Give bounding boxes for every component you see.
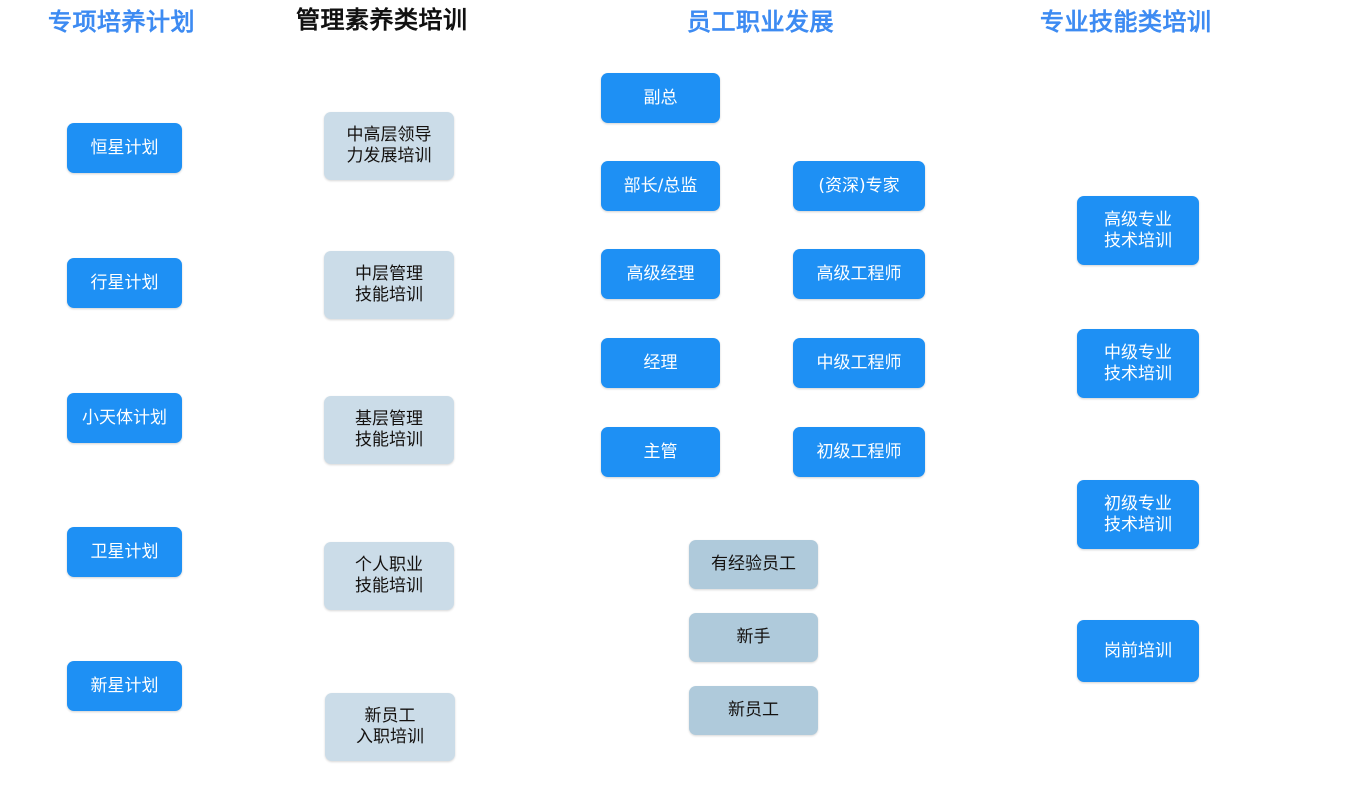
node-label: 新员工 [728,700,779,721]
node-career-base-3[interactable]: 新员工 [689,686,818,735]
node-label: 高级专业 技术培训 [1104,209,1172,251]
node-special-program-5[interactable]: 新星计划 [67,661,182,711]
node-career-technical-1[interactable]: (资深)专家 [793,161,925,211]
column-header-special-programs: 专项培养计划 [48,8,195,36]
node-label: 副总 [643,87,678,108]
node-label: 经理 [643,352,678,373]
node-professional-skill-4[interactable]: 岗前培训 [1077,620,1199,682]
node-management-training-5[interactable]: 新员工 入职培训 [325,693,455,761]
node-label: 岗前培训 [1104,640,1172,661]
node-professional-skill-2[interactable]: 中级专业 技术培训 [1077,329,1199,398]
node-professional-skill-1[interactable]: 高级专业 技术培训 [1077,196,1199,265]
node-career-base-1[interactable]: 有经验员工 [689,540,818,589]
node-label: 基层管理 技能培训 [355,409,423,450]
node-label: 恒星计划 [90,137,159,158]
node-management-training-3[interactable]: 基层管理 技能培训 [324,396,454,464]
node-special-program-1[interactable]: 恒星计划 [67,123,182,173]
node-label: 高级经理 [626,263,695,284]
node-career-management-5[interactable]: 主管 [601,427,720,477]
node-career-technical-3[interactable]: 中级工程师 [793,338,925,388]
node-career-management-2[interactable]: 部长/总监 [601,161,720,211]
node-special-program-2[interactable]: 行星计划 [67,258,182,308]
node-label: 有经验员工 [711,554,796,575]
node-professional-skill-3[interactable]: 初级专业 技术培训 [1077,480,1199,549]
node-career-management-1[interactable]: 副总 [601,73,720,123]
node-label: 高级工程师 [816,263,902,284]
node-label: (资深)专家 [818,175,900,196]
node-label: 小天体计划 [82,407,167,428]
column-header-career-development: 员工职业发展 [687,8,834,36]
node-label: 部长/总监 [623,175,698,196]
node-career-technical-4[interactable]: 初级工程师 [793,427,925,477]
node-label: 中级专业 技术培训 [1104,342,1172,384]
column-header-management-training: 管理素养类培训 [296,6,468,34]
column-header-professional-skill-training: 专业技能类培训 [1040,8,1212,36]
node-label: 初级工程师 [816,441,902,462]
node-management-training-1[interactable]: 中高层领导 力发展培训 [324,112,454,180]
node-label: 初级专业 技术培训 [1104,493,1172,535]
node-career-technical-2[interactable]: 高级工程师 [793,249,925,299]
node-label: 个人职业 技能培训 [355,555,423,596]
node-label: 卫星计划 [90,541,159,562]
node-label: 主管 [643,441,678,462]
node-management-training-4[interactable]: 个人职业 技能培训 [324,542,454,610]
node-special-program-4[interactable]: 卫星计划 [67,527,182,577]
node-label: 中层管理 技能培训 [355,264,423,305]
node-label: 新星计划 [90,675,159,696]
node-label: 行星计划 [90,272,159,293]
node-management-training-2[interactable]: 中层管理 技能培训 [324,251,454,319]
node-special-program-3[interactable]: 小天体计划 [67,393,182,443]
node-label: 新手 [736,627,771,648]
node-label: 中高层领导 力发展培训 [346,125,432,166]
node-career-management-4[interactable]: 经理 [601,338,720,388]
node-career-management-3[interactable]: 高级经理 [601,249,720,299]
node-career-base-2[interactable]: 新手 [689,613,818,662]
node-label: 新员工 入职培训 [356,706,424,747]
node-label: 中级工程师 [816,352,902,373]
